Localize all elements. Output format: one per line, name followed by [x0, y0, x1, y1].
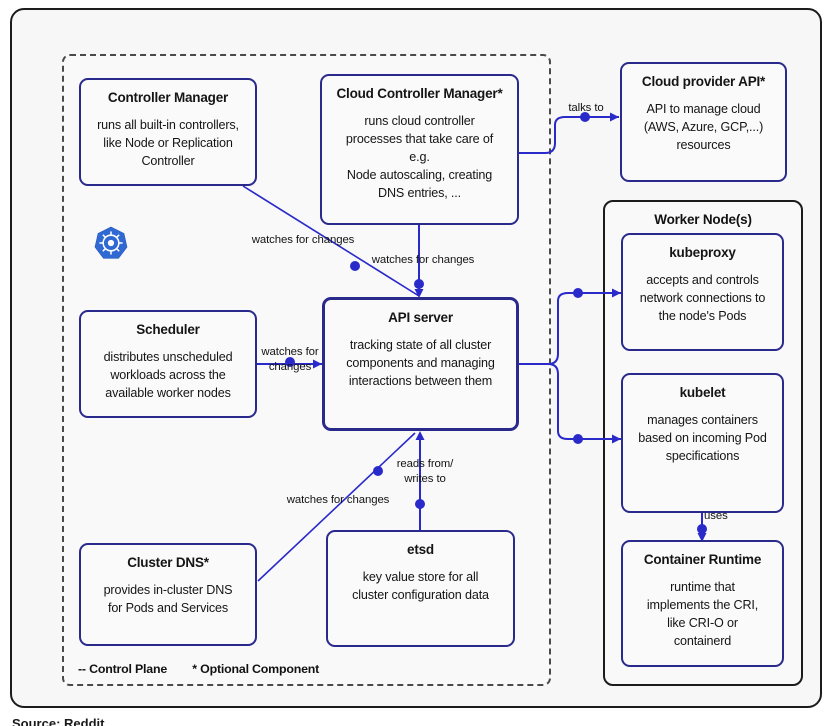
node-kubeproxy[interactable]: kubeproxy accepts and controls network c… [621, 233, 784, 351]
kubelet-body: manages containers based on incoming Pod… [638, 412, 767, 463]
legend: -- Control Plane * Optional Component [78, 662, 341, 676]
scheduler-title: Scheduler [136, 322, 200, 337]
node-etcd[interactable]: etsd key value store for all cluster con… [326, 530, 515, 647]
cloud-provider-api-title: Cloud provider API* [641, 74, 766, 89]
node-api-server[interactable]: API server tracking state of all cluster… [322, 297, 519, 431]
container-runtime-title: Container Runtime [643, 552, 762, 567]
node-container-runtime[interactable]: Container Runtime runtime that implement… [621, 540, 784, 667]
node-cloud-controller-manager[interactable]: Cloud Controller Manager* runs cloud con… [320, 74, 519, 225]
api-server-title: API server [388, 310, 453, 325]
kubernetes-logo-icon [94, 226, 128, 259]
etcd-title: etsd [407, 542, 434, 557]
edge-label-watches-cm: watches for changes [251, 234, 355, 246]
cluster-dns-body: provides in-cluster DNS for Pods and Ser… [103, 582, 233, 615]
node-cloud-provider-api[interactable]: Cloud provider API* API to manage cloud … [620, 62, 787, 182]
cluster-dns-title: Cluster DNS* [127, 555, 209, 570]
scheduler-body: distributes unscheduled workloads across… [103, 349, 233, 400]
edge-label-watches-ccm: watches for changes [371, 254, 475, 266]
node-kubelet[interactable]: kubelet manages containers based on inco… [621, 373, 784, 513]
source-caption: Source: Reddit [12, 716, 105, 726]
legend-optional-component: * Optional Component [192, 662, 320, 676]
cloud-controller-manager-body: runs cloud controller processes that tak… [345, 113, 494, 200]
kubelet-title: kubelet [679, 385, 726, 400]
edge-label-talks-to: talks to [568, 102, 604, 114]
node-cluster-dns[interactable]: Cluster DNS* provides in-cluster DNS for… [79, 543, 257, 646]
kubeproxy-title: kubeproxy [669, 245, 736, 260]
edge-label-watches-dns: watches for changes [286, 494, 390, 506]
edge-label-watches-scheduler: watches for changes [261, 346, 319, 373]
etcd-body: key value store for all cluster configur… [352, 569, 489, 602]
controller-manager-title: Controller Manager [107, 90, 229, 105]
controller-manager-body: runs all built-in controllers, like Node… [97, 117, 239, 168]
node-controller-manager[interactable]: Controller Manager runs all built-in con… [79, 78, 257, 186]
node-scheduler[interactable]: Scheduler distributes unscheduled worklo… [79, 310, 257, 418]
container-runtime-body: runtime that implements the CRI, like CR… [646, 579, 759, 648]
edge-label-uses: uses [704, 510, 728, 522]
worker-node-title: Worker Node(s) [654, 212, 752, 227]
legend-control-plane: -- Control Plane [78, 662, 168, 676]
kubeproxy-body: accepts and controls network connections… [639, 272, 766, 323]
cloud-controller-manager-title: Cloud Controller Manager* [336, 86, 503, 101]
cloud-provider-api-body: API to manage cloud (AWS, Azure, GCP,...… [643, 101, 764, 152]
api-server-body: tracking state of all cluster components… [346, 337, 495, 388]
edge-label-reads-writes: reads from/ writes to [396, 458, 454, 485]
